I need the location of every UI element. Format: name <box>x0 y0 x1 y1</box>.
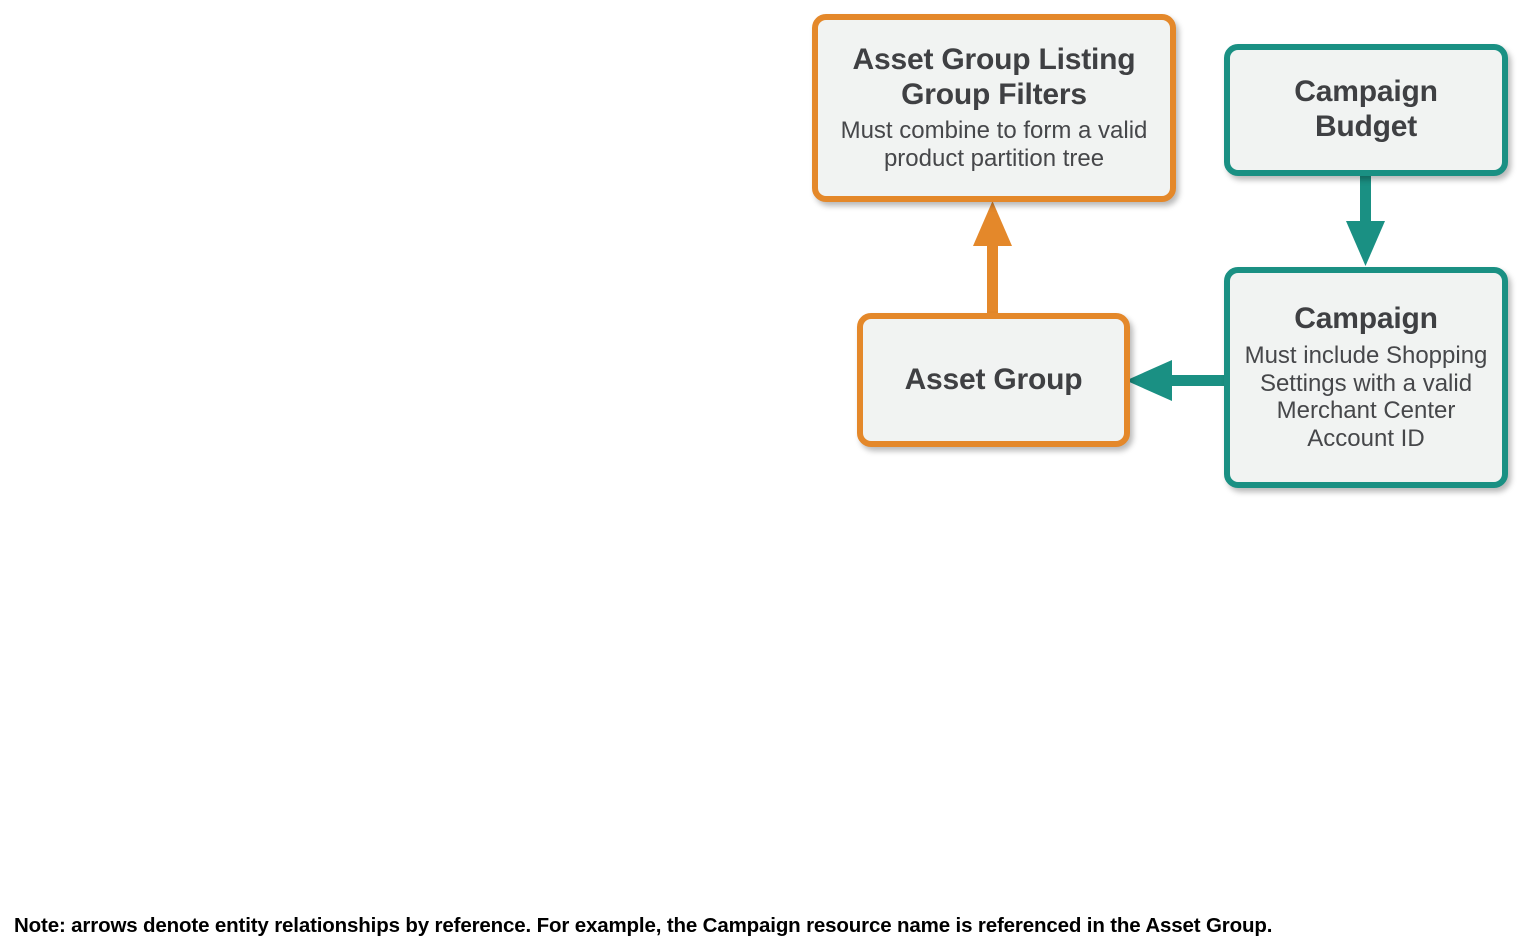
node-title: Campaign Budget <box>1294 75 1438 143</box>
node-campaign-budget[interactable]: Campaign Budget <box>1224 44 1508 176</box>
node-campaign[interactable]: Campaign Must include Shopping Settings … <box>1224 267 1508 488</box>
node-asset-group-listing-group-filters[interactable]: Asset Group Listing Group Filters Must c… <box>812 14 1176 202</box>
edge-campaign-to-asset-group-arrow <box>1126 360 1230 401</box>
node-subtitle: Must include Shopping Settings with a va… <box>1244 341 1488 453</box>
node-title: Asset Group <box>904 362 1083 396</box>
edge-asset-group-to-listing-group-filters-arrow <box>973 201 1012 317</box>
node-subtitle: Must combine to form a valid product par… <box>840 117 1148 173</box>
diagram-note: Note: arrows denote entity relationships… <box>14 914 1273 937</box>
edge-campaign-budget-to-campaign-arrow <box>1346 172 1385 266</box>
node-title: Campaign <box>1294 301 1438 335</box>
node-asset-group[interactable]: Asset Group <box>857 313 1130 447</box>
node-title: Asset Group Listing Group Filters <box>852 42 1136 111</box>
